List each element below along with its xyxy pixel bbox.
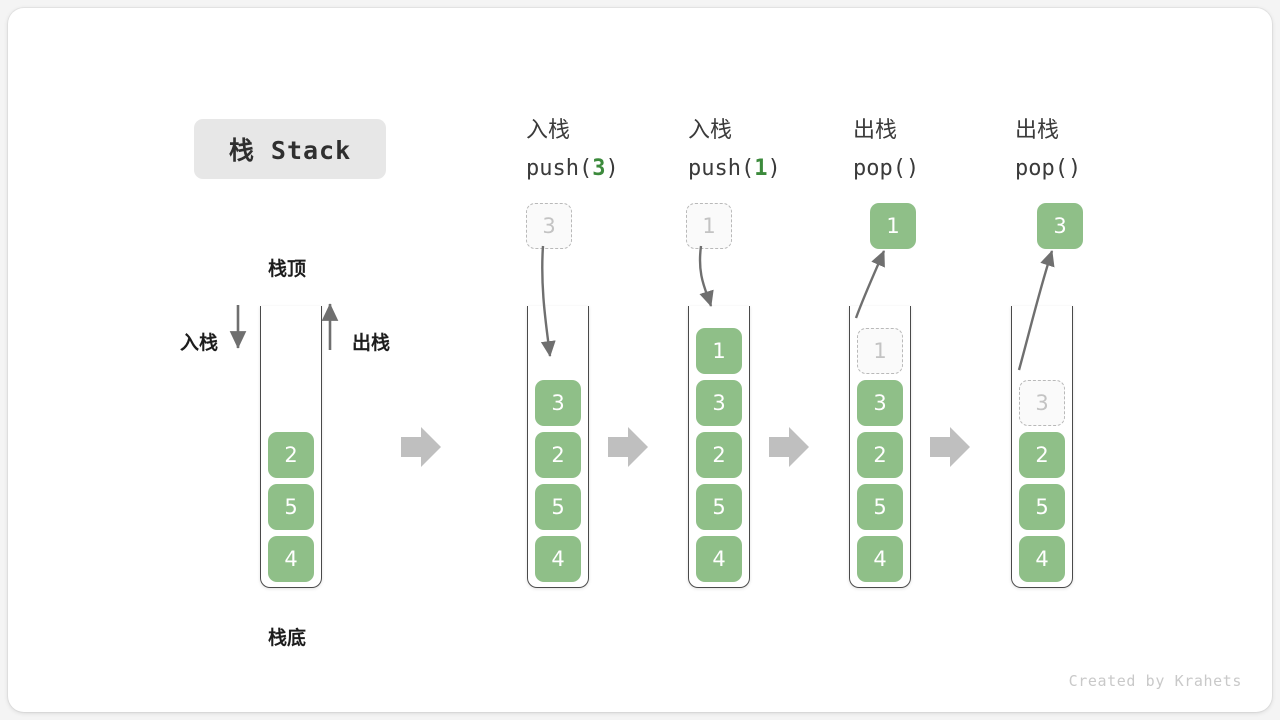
reference-stack-frame — [260, 306, 322, 588]
stack-cell: 2 — [857, 432, 903, 478]
stack-cell-ghost: 3 — [1019, 380, 1065, 426]
stack-cell: 5 — [857, 484, 903, 530]
stack-frame-pop-3 — [1011, 306, 1073, 588]
stack-cell: 3 — [535, 380, 581, 426]
stack-bottom-label: 栈底 — [268, 627, 307, 649]
floating-cell-pop-1: 1 — [870, 203, 916, 249]
column-heading-push-1: 入栈 push(1) — [688, 112, 858, 188]
column-code-push-1: push(1) — [688, 156, 781, 181]
stack-frame-push-3 — [527, 306, 589, 588]
stack-cell: 5 — [696, 484, 742, 530]
stack-cell: 1 — [696, 328, 742, 374]
column-code-pop-3: pop() — [1015, 156, 1082, 181]
stack-cell: 2 — [268, 432, 314, 478]
stack-cell: 4 — [268, 536, 314, 582]
floating-cell-push-1: 1 — [686, 203, 732, 249]
stack-cell: 4 — [535, 536, 581, 582]
stack-cell-ghost: 1 — [857, 328, 903, 374]
stack-cell: 5 — [268, 484, 314, 530]
diagram-card: 栈 Stack 栈顶 栈底 入栈 出栈 2 5 4 入栈 push(3) 3 3… — [8, 8, 1272, 712]
column-heading-pop-1: 出栈 pop() — [853, 112, 1023, 188]
stack-cell: 5 — [1019, 484, 1065, 530]
title-badge: 栈 Stack — [194, 119, 386, 179]
stack-cell: 2 — [535, 432, 581, 478]
floating-cell-push-3: 3 — [526, 203, 572, 249]
column-heading-cn-pop-1: 出栈 — [853, 118, 898, 143]
stack-frame-pop-1 — [849, 306, 911, 588]
column-heading-push-3: 入栈 push(3) — [526, 112, 696, 188]
stack-cell: 2 — [1019, 432, 1065, 478]
stack-frame-push-1 — [688, 306, 750, 588]
stack-cell: 4 — [1019, 536, 1065, 582]
stack-cell: 4 — [696, 536, 742, 582]
pop-direction-label: 出栈 — [352, 332, 391, 354]
column-code-pop-1: pop() — [853, 156, 920, 181]
stack-cell: 3 — [696, 380, 742, 426]
column-heading-cn-pop-3: 出栈 — [1015, 118, 1060, 143]
stack-cell: 3 — [857, 380, 903, 426]
column-heading-pop-3: 出栈 pop() — [1015, 112, 1185, 188]
stack-top-label: 栈顶 — [268, 258, 307, 280]
stack-cell: 5 — [535, 484, 581, 530]
column-code-push-3: push(3) — [526, 156, 619, 181]
push-direction-label: 入栈 — [180, 332, 219, 354]
column-heading-cn-push-1: 入栈 — [688, 118, 733, 143]
column-heading-cn-push-3: 入栈 — [526, 118, 571, 143]
footer-credit: Created by Krahets — [1068, 672, 1242, 690]
stack-cell: 2 — [696, 432, 742, 478]
floating-cell-pop-3: 3 — [1037, 203, 1083, 249]
stack-cell: 4 — [857, 536, 903, 582]
